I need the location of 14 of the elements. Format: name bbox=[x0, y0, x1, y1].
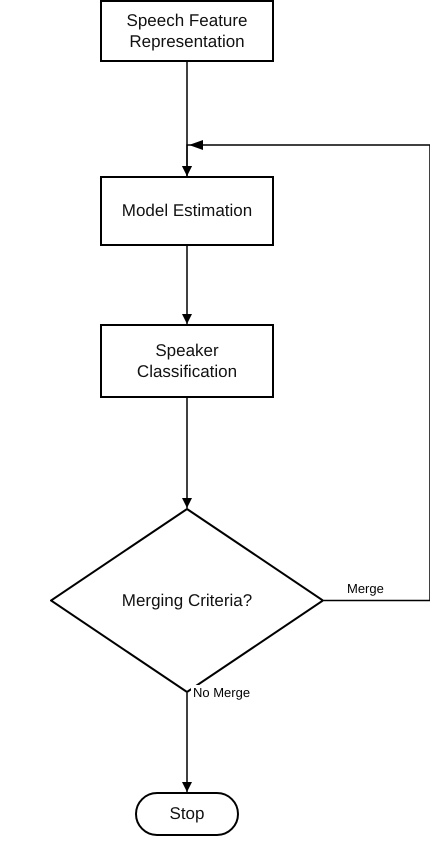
node-label: Stop bbox=[170, 803, 204, 825]
node-label: Speaker Classification bbox=[136, 340, 238, 382]
arrow bbox=[182, 246, 192, 324]
process-box bbox=[100, 0, 274, 62]
arrow bbox=[182, 140, 430, 602]
arrow bbox=[182, 693, 192, 792]
node-label: Speech Feature Representation bbox=[126, 10, 248, 52]
terminator-box bbox=[135, 792, 239, 836]
edge-label: No Merge bbox=[191, 685, 252, 700]
process-box bbox=[100, 324, 274, 398]
node-label: Merging Criteria? bbox=[122, 590, 252, 612]
arrow bbox=[182, 398, 192, 508]
process-box bbox=[100, 176, 274, 246]
node-label: Model Estimation bbox=[122, 200, 252, 222]
